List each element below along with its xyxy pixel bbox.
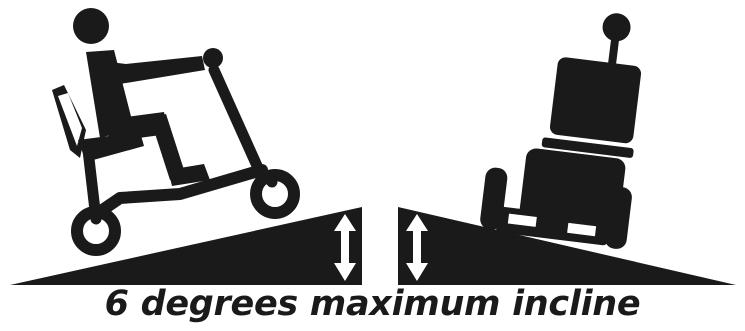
scooter-rider-icon bbox=[52, 8, 294, 250]
incline-caption: 6 degrees maximum incline bbox=[0, 281, 745, 331]
scooter-rear-view-icon bbox=[479, 0, 654, 250]
left-ramp bbox=[10, 207, 362, 285]
